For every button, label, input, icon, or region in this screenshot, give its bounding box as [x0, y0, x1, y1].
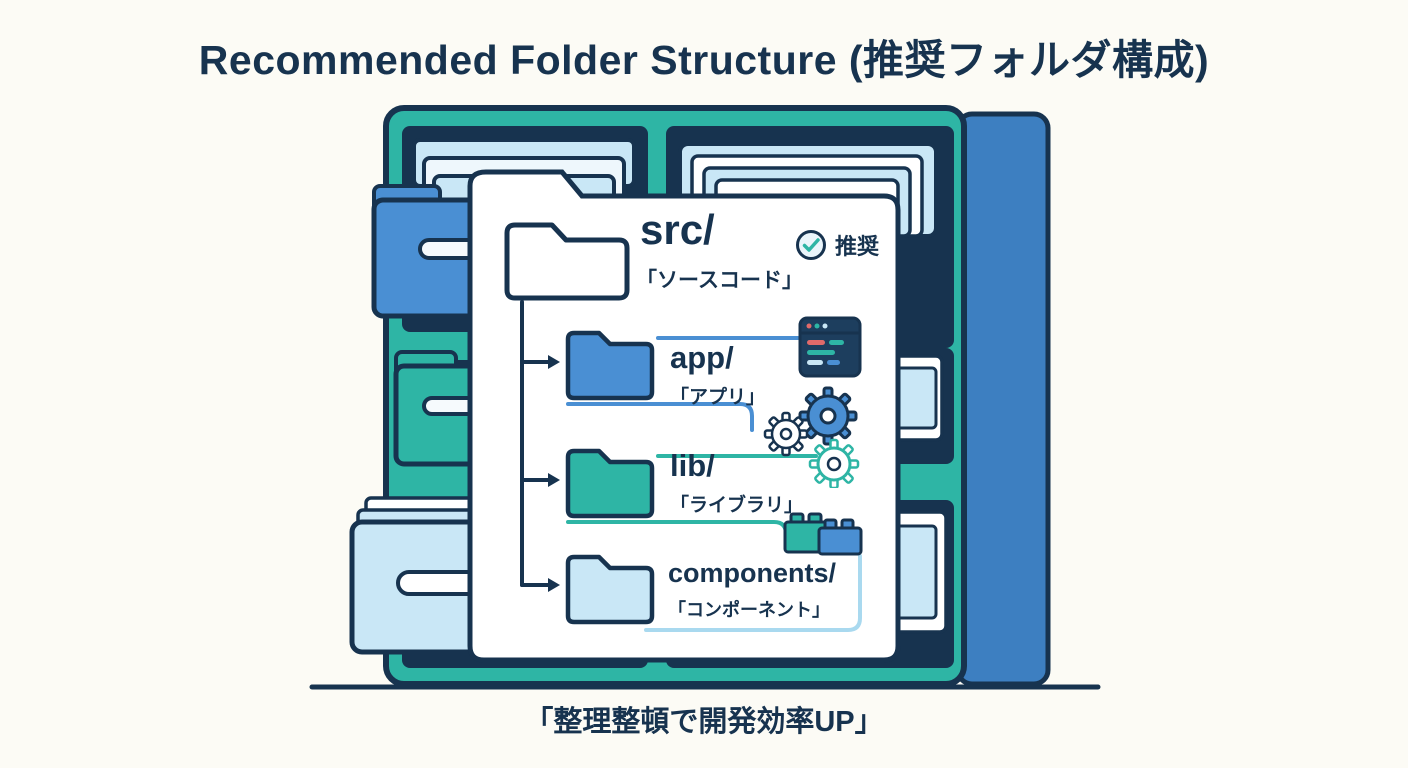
recommended-badge: 推奨	[794, 228, 879, 262]
lib-folder-icon	[565, 448, 655, 519]
components-folder-label-ja: 「コンポーネント」	[668, 600, 830, 620]
cabinet-side-panel	[955, 111, 1051, 687]
gear-small	[808, 438, 860, 488]
app-folder-icon	[565, 330, 655, 401]
components-folder-icon	[565, 554, 655, 625]
code-window-icon	[798, 316, 862, 378]
app-folder-label-ja: 「アプリ」	[670, 387, 766, 408]
recommended-badge-label: 推奨	[835, 234, 880, 259]
folder-tree-panel: src/ 「ソースコード」 推奨 app/ 「アプリ」 lib/ 「ライブラリ」…	[468, 172, 902, 664]
gears-icon	[763, 386, 860, 488]
src-folder-name: src/	[640, 206, 715, 253]
lib-folder-label-ja: 「ライブラリ」	[670, 495, 804, 516]
check-circle-icon	[796, 230, 826, 260]
lib-folder-name: lib/	[670, 448, 715, 483]
building-blocks-icon	[783, 512, 863, 556]
src-folder-label-ja: 「ソースコード」	[636, 269, 803, 292]
components-folder-name: components/	[668, 558, 837, 588]
tree-connectors	[520, 300, 862, 632]
src-folder-icon	[504, 222, 630, 301]
gear-medium	[763, 411, 809, 457]
tree-branch-lines	[520, 300, 560, 592]
gear-large	[798, 386, 858, 446]
page-title: Recommended Folder Structure (推奨フォルダ構成)	[198, 37, 1210, 83]
footer-caption: 「整理整頓で開発効率UP」	[524, 706, 884, 738]
app-folder-name: app/	[670, 340, 734, 375]
connector-lines	[566, 336, 862, 632]
